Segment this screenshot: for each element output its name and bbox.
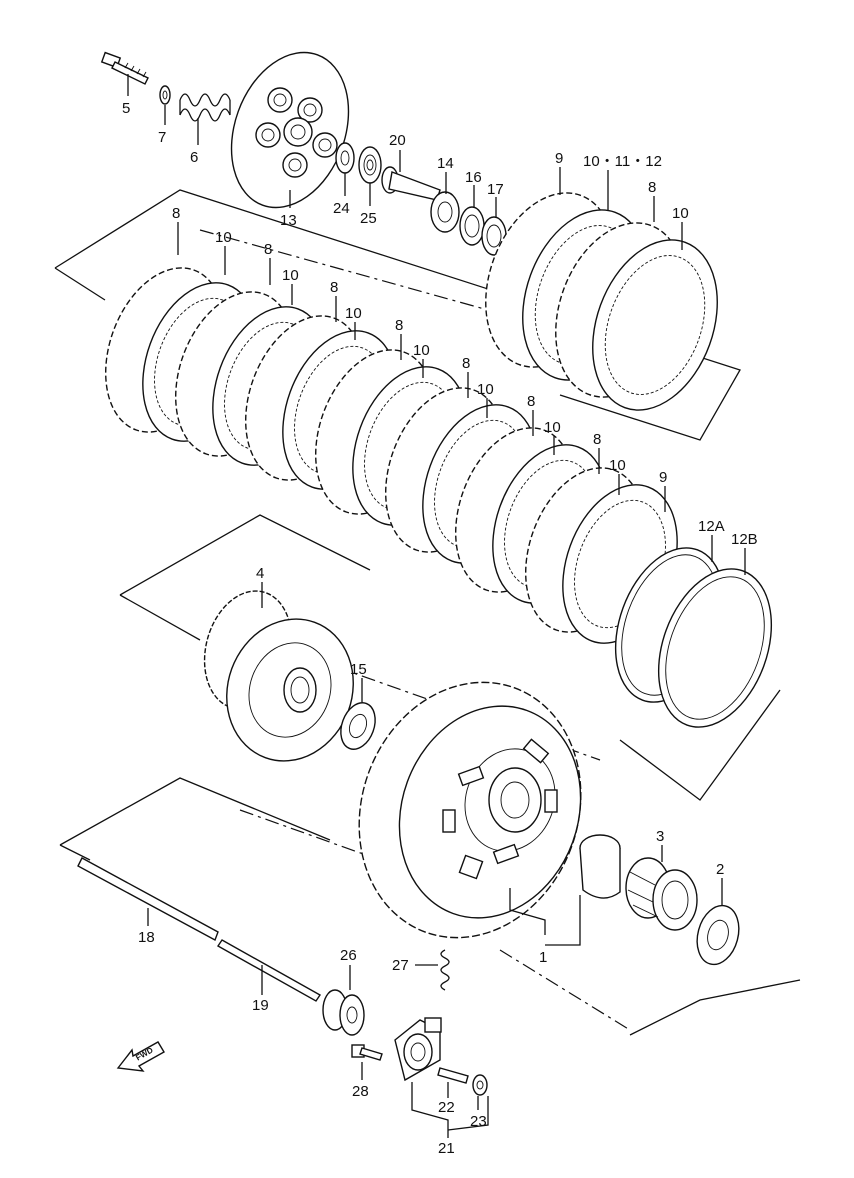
- label-10-stack-2: 10: [282, 267, 299, 284]
- center-axis-line-upper: [199, 229, 561, 331]
- leader-lines: [127, 74, 746, 1138]
- bolt-part-28: [351, 1044, 383, 1061]
- plate-group-upper-outline: [54, 189, 741, 441]
- label-21: 21: [438, 1140, 455, 1157]
- sleeve-hub-part-4: [203, 590, 354, 762]
- label-28: 28: [352, 1083, 369, 1100]
- label-10-upper-right: 10: [672, 205, 689, 222]
- label-19: 19: [252, 997, 269, 1014]
- label-23: 23: [470, 1113, 487, 1130]
- label-10-stack-6: 10: [544, 419, 561, 436]
- label-10-stack-4: 10: [413, 342, 430, 359]
- label-4: 4: [256, 565, 264, 582]
- label-10-stack-5: 10: [477, 381, 494, 398]
- label-12a: 12A: [698, 518, 725, 535]
- plate-group-lower-outline-right: [619, 689, 781, 801]
- label-22: 22: [438, 1099, 455, 1116]
- bearing-part-26: [322, 989, 365, 1036]
- center-axis-line-lower-a: [239, 809, 381, 861]
- label-2: 2: [716, 861, 724, 878]
- plate-group-upper-left-edge: [54, 267, 106, 301]
- part-labels: 5 7 6 13 24 25 20 14 16 17 9 10・11・12 8 …: [122, 100, 758, 1157]
- label-10-11-12: 10・11・12: [583, 153, 662, 170]
- washer-part-15: [340, 702, 376, 750]
- shaft-group-outline-left: [59, 777, 331, 846]
- bolt-part-5: [100, 51, 149, 85]
- label-3: 3: [656, 828, 664, 845]
- label-9-lower: 9: [659, 469, 667, 486]
- washer-part-7: [159, 85, 171, 105]
- label-14: 14: [437, 155, 454, 172]
- label-10-stack-3: 10: [345, 305, 362, 322]
- clutch-housing-part-1: [358, 681, 582, 939]
- label-17: 17: [487, 181, 504, 198]
- center-axis-line-lower-b: [499, 949, 631, 1031]
- label-8-stack-2: 8: [264, 241, 272, 258]
- label-15: 15: [350, 661, 367, 678]
- washer-part-2: [696, 904, 740, 966]
- pressure-plate-part-13: [230, 51, 350, 209]
- plate-stack-main: [105, 267, 678, 644]
- plate-group-lower-outline-left: [119, 514, 371, 596]
- label-26: 26: [340, 947, 357, 964]
- label-20: 20: [389, 132, 406, 149]
- plate-group-lower-edge: [119, 594, 201, 641]
- label-1: 1: [539, 949, 547, 966]
- label-18: 18: [138, 929, 155, 946]
- label-16: 16: [465, 169, 482, 186]
- label-13: 13: [280, 212, 297, 229]
- label-8-stack-7: 8: [593, 431, 601, 448]
- label-10-stack-1: 10: [215, 229, 232, 246]
- label-8-upper-right: 8: [648, 179, 656, 196]
- washer-part-24: [335, 142, 355, 174]
- label-24: 24: [333, 200, 350, 217]
- label-8-stack-5: 8: [462, 355, 470, 372]
- spring-part-6: [179, 93, 231, 122]
- forward-arrow-icon: [116, 1041, 165, 1072]
- shaft-group-outline-edge: [59, 844, 91, 861]
- bearing-part-25: [358, 146, 382, 184]
- label-25: 25: [360, 210, 377, 227]
- label-5: 5: [122, 100, 130, 117]
- nut-part-14: [430, 191, 460, 233]
- push-piece-part-20: [381, 166, 441, 201]
- push-rod-part-18: [77, 857, 219, 941]
- label-6: 6: [190, 149, 198, 166]
- spring-part-27: [440, 949, 450, 991]
- ring-part-12b: [657, 568, 773, 728]
- needle-bearing-part-3: [625, 857, 698, 931]
- label-9-upper: 9: [555, 150, 563, 167]
- push-rod-part-19: [216, 939, 322, 1002]
- stud-part-22: [437, 1067, 469, 1084]
- nut-part-23: [472, 1074, 488, 1096]
- label-10-stack-7: 10: [609, 457, 626, 474]
- washer-part-16: [459, 206, 485, 246]
- label-12b: 12B: [731, 531, 758, 548]
- label-8-stack-3: 8: [330, 279, 338, 296]
- label-8-stack-4: 8: [395, 317, 403, 334]
- label-8-stack-6: 8: [527, 393, 535, 410]
- spacer-bushing: [579, 834, 621, 899]
- label-8-stack-1: 8: [172, 205, 180, 222]
- shaft-group-outline-right: [629, 979, 801, 1036]
- release-arm-part-21: [394, 1017, 442, 1082]
- label-7: 7: [158, 129, 166, 146]
- label-27: 27: [392, 957, 409, 974]
- plate-stack-upper: [485, 192, 718, 411]
